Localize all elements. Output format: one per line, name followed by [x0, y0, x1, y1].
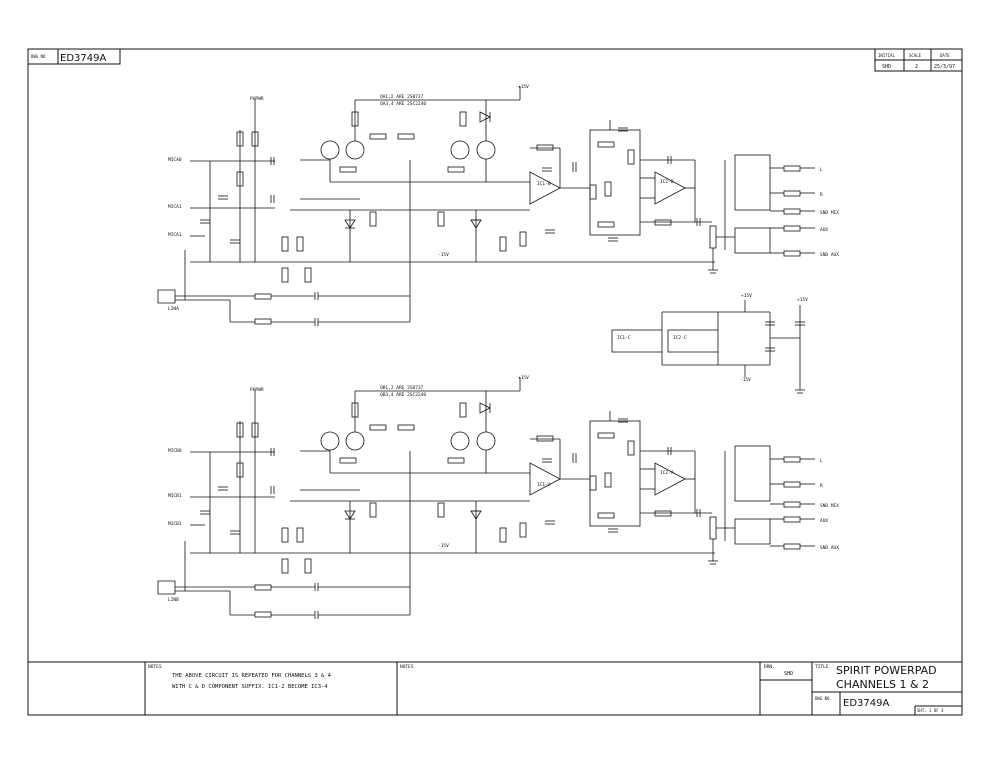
channel-b-phantom: PHPWR	[250, 387, 264, 393]
channel-b-out-snd-mix: SND MIX	[820, 503, 839, 509]
channel-a-out-l: L	[820, 167, 823, 173]
channel-b-input-2: MICB1	[168, 521, 182, 527]
channel-a-q-note-2: QA3,4 ARE 2SC2240	[380, 101, 426, 107]
channel-b-out-aux: AUX	[820, 518, 828, 524]
channel-b-input-1: MICB1	[168, 493, 182, 499]
drn-value: SHD	[784, 671, 793, 677]
notes-line-1: THE ABOVE CIRCUIT IS REPEATED FOR CHANNE…	[172, 673, 332, 679]
initial-value: SHD	[882, 64, 891, 70]
channel-b-neg-rail: -15V	[438, 543, 449, 549]
channel-b-pos-rail: +15V	[518, 375, 529, 381]
title-line-1: SPIRIT POWERPAD	[836, 664, 937, 677]
channel-b-q-note-1: QB1,2 ARE 2SB737	[380, 385, 424, 391]
title-line-2: CHANNELS 1 & 2	[836, 678, 929, 691]
title-label: TITLE	[815, 664, 829, 670]
power-ic1: IC1-C	[617, 335, 631, 341]
power-section: IC1-C IC2-C +15V -15V +15V	[611, 293, 808, 394]
dwg-no-bottom: ED3749A	[843, 698, 889, 709]
channel-a: QA1,2 ARE 2SB737 QA3,4 ARE 2SC2240 +15V …	[157, 84, 839, 326]
channel-b-opamp-1: IC1-A	[537, 482, 551, 488]
channel-a-input-2: MICA1	[168, 232, 182, 238]
title-block: NOTES THE ABOVE CIRCUIT IS REPEATED FOR …	[28, 661, 962, 715]
channel-b-out-l: L	[820, 458, 823, 464]
channel-a-line-in: LINA	[168, 306, 179, 312]
notes-line-2: WITH C & D COMPONENT SUFFIX. IC1-2 BECOM…	[172, 684, 328, 690]
power-ic2: IC2-C	[673, 335, 687, 341]
top-dwg-box: DWG NO ED3749A	[27, 48, 121, 65]
date-label: DATE	[940, 53, 950, 58]
dwg-no-label: DWG NO	[31, 54, 46, 59]
channel-a-q-note-1: QA1,2 ARE 2SB737	[380, 94, 424, 100]
channel-a-neg-rail: -15V	[438, 252, 449, 258]
channel-b-line-in: LINB	[168, 597, 179, 603]
channel-a-opamp-2: IC2-B	[660, 179, 674, 185]
channel-a-out-r: R	[820, 192, 823, 198]
channel-a-out-aux: AUX	[820, 227, 828, 233]
channel-b-out-r: R	[820, 483, 823, 489]
notes-label: NOTES	[148, 664, 162, 670]
scale-value: 2	[915, 64, 918, 70]
power-pos-2: +15V	[797, 297, 808, 303]
drn-label: DRN.	[764, 664, 775, 670]
scale-label: SCALE	[909, 53, 922, 58]
power-neg: -15V	[740, 377, 751, 383]
channel-b-input-0: MICB0	[168, 448, 182, 454]
power-pos: +15V	[741, 293, 752, 299]
channel-b-q-note-2: QB3,4 ARE 2SC2240	[380, 392, 426, 398]
channel-b-out-snd-aux: SND AUX	[820, 545, 839, 551]
channel-a-out-snd-mix: SND MIX	[820, 210, 839, 216]
top-right-box: INITIAL SCALE DATE SHD 2 25/3/97	[874, 48, 963, 72]
channel-a-pos-rail: +15V	[518, 84, 529, 90]
dwg-no-label-bottom: DWG NO.	[815, 696, 832, 701]
channel-a-phantom: PHPWR	[250, 96, 264, 102]
channel-a-input-1: MICA1	[168, 204, 182, 210]
channel-a-out-snd-aux: SND AUX	[820, 252, 839, 258]
notes2-label: NOTES	[400, 664, 414, 670]
date-value: 25/3/97	[934, 64, 955, 70]
dwg-no: ED3749A	[60, 53, 106, 64]
initial-label: INITIAL	[878, 53, 895, 58]
channel-b: QB1,2 ARE 2SB737 QB3,4 ARE 2SC2240 +15V …	[157, 375, 839, 619]
sheet-number: SHT. 1 OF 4	[917, 708, 944, 713]
channel-a-opamp-1: IC1-B	[537, 181, 551, 187]
sheet-border	[27, 48, 963, 716]
channel-a-input-0: MICA0	[168, 157, 182, 163]
channel-b-opamp-2: IC2-A	[660, 470, 674, 476]
